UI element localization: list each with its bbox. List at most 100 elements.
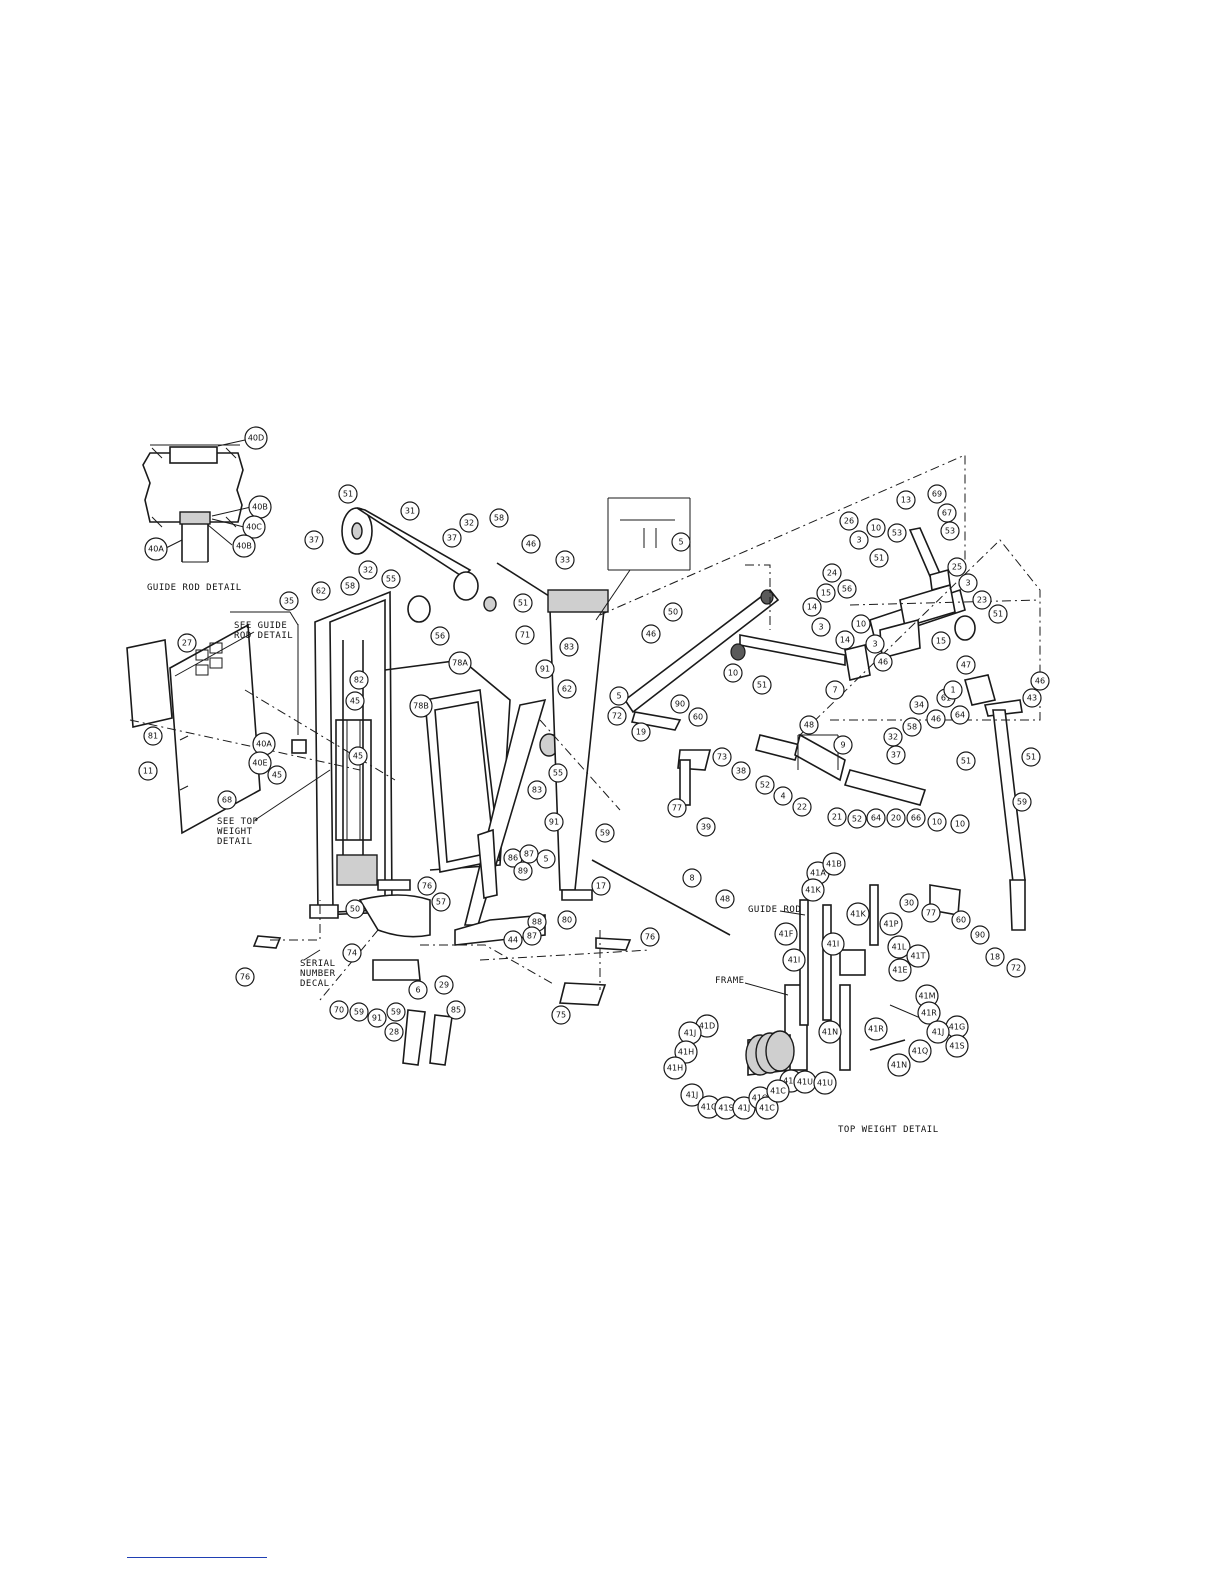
callout-74: 74 xyxy=(342,943,362,963)
callout-circle xyxy=(663,602,683,622)
callout-label: 41R xyxy=(921,1009,937,1018)
callout-59: 59 xyxy=(386,1002,406,1022)
callout-68: 68 xyxy=(217,790,237,810)
callout-20: 20 xyxy=(886,808,906,828)
callout-91: 91 xyxy=(544,812,564,832)
callout-label: 40D xyxy=(248,434,264,443)
callout-circle xyxy=(927,484,947,504)
callout-14: 14 xyxy=(802,597,822,617)
callout-label: 56 xyxy=(842,585,852,594)
callout-label: 76 xyxy=(422,882,432,891)
callout-label: 78B xyxy=(413,702,429,711)
callout-label: 52 xyxy=(852,815,862,824)
callout-label: 43 xyxy=(1027,694,1037,703)
callout-17: 17 xyxy=(591,876,611,896)
callout-circle xyxy=(430,626,450,646)
callout-label: 48 xyxy=(720,895,730,904)
callout-41e: 41E xyxy=(888,958,912,982)
callout-circle xyxy=(849,530,869,550)
see-guide-rod-caption-line1: SEE GUIDE xyxy=(234,621,287,631)
callout-label: 22 xyxy=(797,803,807,812)
callout-56: 56 xyxy=(837,579,857,599)
callout-label: 29 xyxy=(439,981,449,990)
callout-circle xyxy=(1012,792,1032,812)
guide-rod-detail: GUIDE ROD DETAIL xyxy=(142,439,252,593)
callout-label: 41H xyxy=(678,1048,694,1057)
callout-circle xyxy=(503,930,523,950)
callout-label: 41U xyxy=(797,1078,813,1087)
callout-label: 88 xyxy=(532,918,542,927)
callout-label: 23 xyxy=(977,596,987,605)
callout-label: 41Q xyxy=(752,1094,768,1103)
callout-1: 1 xyxy=(943,680,963,700)
callout-label: 72 xyxy=(1011,964,1021,973)
callout-41k: 41K xyxy=(846,902,870,926)
callout-label: 76 xyxy=(645,933,655,942)
callout-label: 51 xyxy=(1026,753,1036,762)
callout-circle xyxy=(866,518,886,538)
callout-15: 15 xyxy=(816,583,836,603)
callout-32: 32 xyxy=(358,560,378,580)
callout-circle xyxy=(926,1020,950,1044)
callout-87: 87 xyxy=(522,926,542,946)
callout-label: 80 xyxy=(562,916,572,925)
callout-71: 71 xyxy=(515,625,535,645)
callout-label: 91 xyxy=(372,1014,382,1023)
callout-label: 75 xyxy=(556,1011,566,1020)
callout-51: 51 xyxy=(752,675,772,695)
callout-9: 9 xyxy=(833,735,853,755)
callout-circle xyxy=(345,691,365,711)
callout-label: 41G xyxy=(949,1023,965,1032)
callout-circle xyxy=(821,932,845,956)
callout-41r: 41R xyxy=(917,1001,941,1025)
callout-label: 41G xyxy=(701,1103,717,1112)
callout-label: 68 xyxy=(222,796,232,805)
callout-label: 13 xyxy=(901,496,911,505)
callout-38: 38 xyxy=(731,761,751,781)
callout-label: 25 xyxy=(952,563,962,572)
callout-73: 73 xyxy=(712,747,732,767)
callout-label: 83 xyxy=(532,786,542,795)
callout-circle xyxy=(972,590,992,610)
callout-circle xyxy=(557,679,577,699)
callout-circle xyxy=(311,581,331,601)
callout-label: 38 xyxy=(736,767,746,776)
callout-41u: 41U xyxy=(813,1071,837,1095)
callout-label: 41S xyxy=(949,1042,964,1051)
callout-label: 39 xyxy=(701,823,711,832)
callout-circle xyxy=(970,925,990,945)
callout-circle xyxy=(887,935,911,959)
callout-label: 28 xyxy=(389,1028,399,1037)
callout-label: 77 xyxy=(672,804,682,813)
callout-57: 57 xyxy=(431,892,451,912)
callout-circle xyxy=(682,868,702,888)
callout-40a: 40A xyxy=(144,537,168,561)
callout-label: 41C xyxy=(770,1087,786,1096)
callout-label: 41J xyxy=(686,1091,699,1100)
callout-78b: 78B xyxy=(409,694,433,718)
callout-circle xyxy=(816,583,836,603)
callout-circle xyxy=(595,823,615,843)
callout-27: 27 xyxy=(177,633,197,653)
callout-91: 91 xyxy=(367,1008,387,1028)
callout-4: 4 xyxy=(773,786,793,806)
callout-label: 41S xyxy=(718,1104,733,1113)
callout-circle xyxy=(909,695,929,715)
callout-label: 50 xyxy=(350,905,360,914)
callout-77: 77 xyxy=(667,798,687,818)
callout-41b: 41B xyxy=(822,852,846,876)
callout-89: 89 xyxy=(513,861,533,881)
callout-label: 61 xyxy=(941,694,951,703)
callout-circle xyxy=(818,1020,842,1044)
front-shroud xyxy=(126,623,261,835)
callout-label: 53 xyxy=(945,527,955,536)
callout-label: 18 xyxy=(990,953,1000,962)
callout-41i: 41I xyxy=(782,948,806,972)
callout-40e: 40E xyxy=(248,751,272,775)
callout-41c: 41C xyxy=(766,1079,790,1103)
callout-label: 59 xyxy=(600,829,610,838)
callout-label: 41U xyxy=(817,1079,833,1088)
callout-circle xyxy=(348,746,368,766)
callout-circle xyxy=(723,663,743,683)
callout-50: 50 xyxy=(663,602,683,622)
